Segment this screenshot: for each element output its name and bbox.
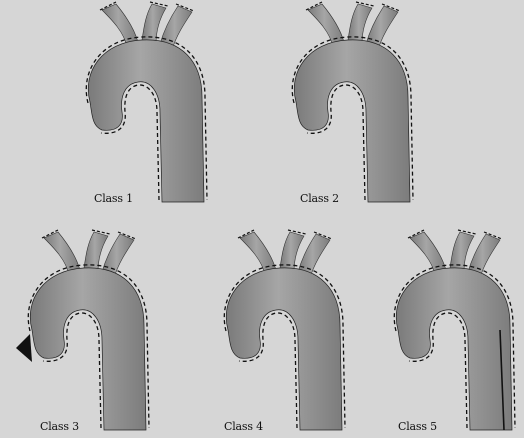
class-2-aorta-drawing (278, 2, 428, 207)
class-2-panel (278, 2, 428, 207)
class-3-aorta-drawing (14, 230, 164, 435)
class-5-panel (380, 230, 524, 435)
class-5-aorta-drawing (380, 230, 524, 435)
class-1-aorta-drawing (72, 2, 222, 207)
class-3-panel (14, 230, 164, 435)
class-4-label: Class 4 (224, 420, 263, 433)
class-5-label: Class 5 (398, 420, 437, 433)
class-1-label: Class 1 (94, 192, 133, 205)
class-1-panel (72, 2, 222, 207)
class-2-label: Class 2 (300, 192, 339, 205)
class-3-label: Class 3 (40, 420, 79, 433)
class-4-panel (210, 230, 360, 435)
class-4-aorta-drawing (210, 230, 360, 435)
class-3-outpouching-marker (16, 334, 32, 362)
